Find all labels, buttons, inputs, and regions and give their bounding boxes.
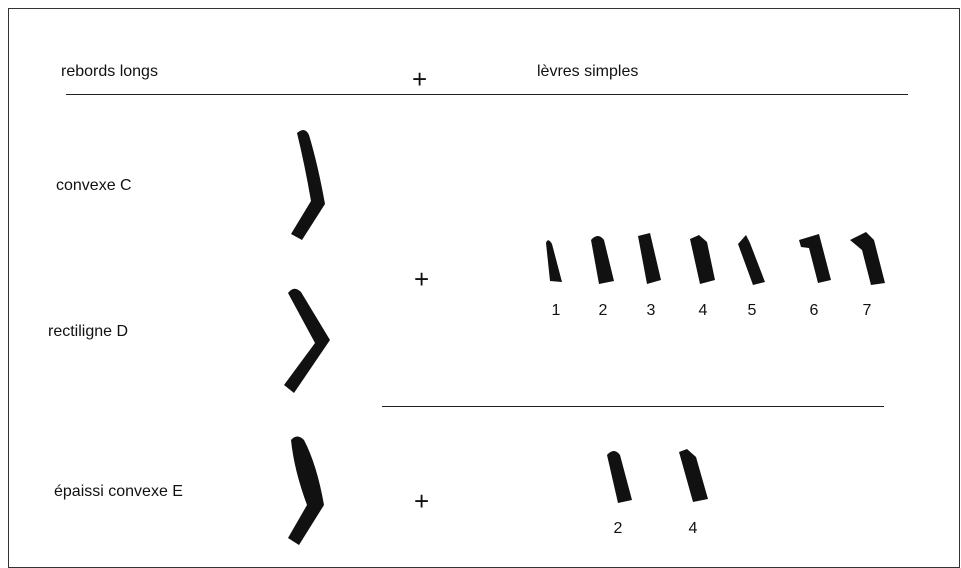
lip-number: 4 <box>688 520 698 537</box>
header-plus: + <box>412 64 428 94</box>
rim-profile-epaissi <box>288 436 324 545</box>
lip-number: 2 <box>613 520 623 537</box>
lip-profile-6 <box>799 234 831 283</box>
lip-profile-2-bottom <box>607 451 632 503</box>
lip-profile-7 <box>850 232 885 285</box>
lip-profile-3 <box>638 233 661 284</box>
lip-profile-1 <box>546 240 562 282</box>
lip-profile-4-bottom <box>679 449 708 502</box>
lip-number: 2 <box>598 302 608 319</box>
profile-drawings <box>284 129 885 545</box>
lips-top-plus: + <box>414 264 430 294</box>
row-label-epaissi: épaissi convexe E <box>54 483 183 500</box>
lip-number: 5 <box>747 302 757 319</box>
lip-number: 6 <box>809 302 819 319</box>
lip-profile-4 <box>690 235 715 284</box>
rim-profile-rectiligne <box>284 288 330 393</box>
header-rule <box>66 94 908 95</box>
header-left-label: rebords longs <box>61 63 158 80</box>
lips-bottom-plus: + <box>414 486 430 516</box>
lip-number: 3 <box>646 302 656 319</box>
row-label-convexe: convexe C <box>56 177 132 194</box>
header-right-label: lèvres simples <box>537 63 639 80</box>
lip-number: 7 <box>862 302 872 319</box>
rim-profile-convexe <box>291 129 325 240</box>
section-rule <box>382 406 884 407</box>
lip-profile-5 <box>738 235 765 285</box>
lip-number: 1 <box>551 302 561 319</box>
lip-number: 4 <box>698 302 708 319</box>
lip-profile-2 <box>591 236 614 284</box>
row-label-rectiligne: rectiligne D <box>48 323 129 340</box>
